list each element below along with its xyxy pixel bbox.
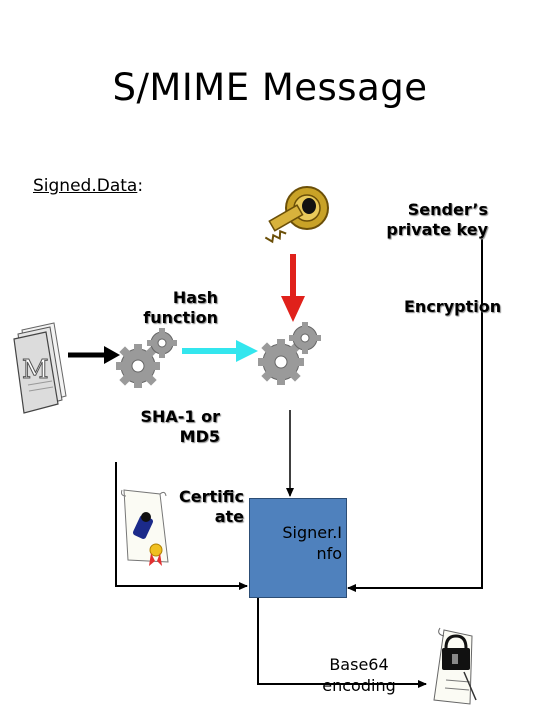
- subtitle: Signed.Data:: [33, 176, 143, 196]
- encryption-gear-icon: [258, 322, 321, 385]
- key-icon: [264, 186, 329, 244]
- base64-line-1: Base64: [329, 655, 389, 674]
- sender-key-label: Sender’s private key: [368, 200, 488, 240]
- certificate-icon: [121, 489, 169, 566]
- hash-gear-icon: [116, 328, 177, 388]
- base64-connector-line: [257, 598, 427, 688]
- sender-key-line-2: private key: [386, 220, 488, 239]
- document-icon: M: [13, 322, 67, 414]
- subtitle-text: Signed.Data: [33, 176, 138, 196]
- input-arrow: [68, 346, 120, 364]
- hash-function-line-1: Hash: [172, 288, 218, 307]
- sha-label: SHA-1 or MD5: [108, 407, 220, 447]
- page-title: S/MIME Message: [112, 66, 428, 109]
- red-arrow: [281, 254, 305, 322]
- signer-info-line-2: nfo: [316, 544, 342, 563]
- subtitle-suffix: :: [137, 176, 144, 196]
- certificate-line-2: ate: [214, 507, 244, 526]
- sender-key-line-1: Sender’s: [407, 200, 488, 219]
- encryption-label: Encryption: [404, 297, 502, 316]
- signer-info-line-1: Signer.I: [282, 523, 342, 542]
- signer-info-box: [249, 498, 347, 598]
- base64-line-2: encoding: [322, 676, 396, 695]
- signer-info-label: Signer.I nfo: [262, 522, 342, 564]
- cyan-arrow: [182, 340, 258, 362]
- key-connector-line: [347, 236, 483, 592]
- certificate-line-1: Certific: [179, 487, 244, 506]
- lock-document-icon: [433, 627, 477, 705]
- sha-line-2: MD5: [179, 427, 220, 446]
- svg-text:M: M: [22, 355, 49, 385]
- base64-label: Base64 encoding: [314, 654, 404, 696]
- certificate-label: Certific ate: [160, 487, 244, 527]
- hash-function-line-2: function: [143, 308, 218, 327]
- hash-function-label: Hash function: [122, 288, 218, 328]
- sha-line-1: SHA-1 or: [140, 407, 220, 426]
- certificate-connector-line: [115, 462, 248, 590]
